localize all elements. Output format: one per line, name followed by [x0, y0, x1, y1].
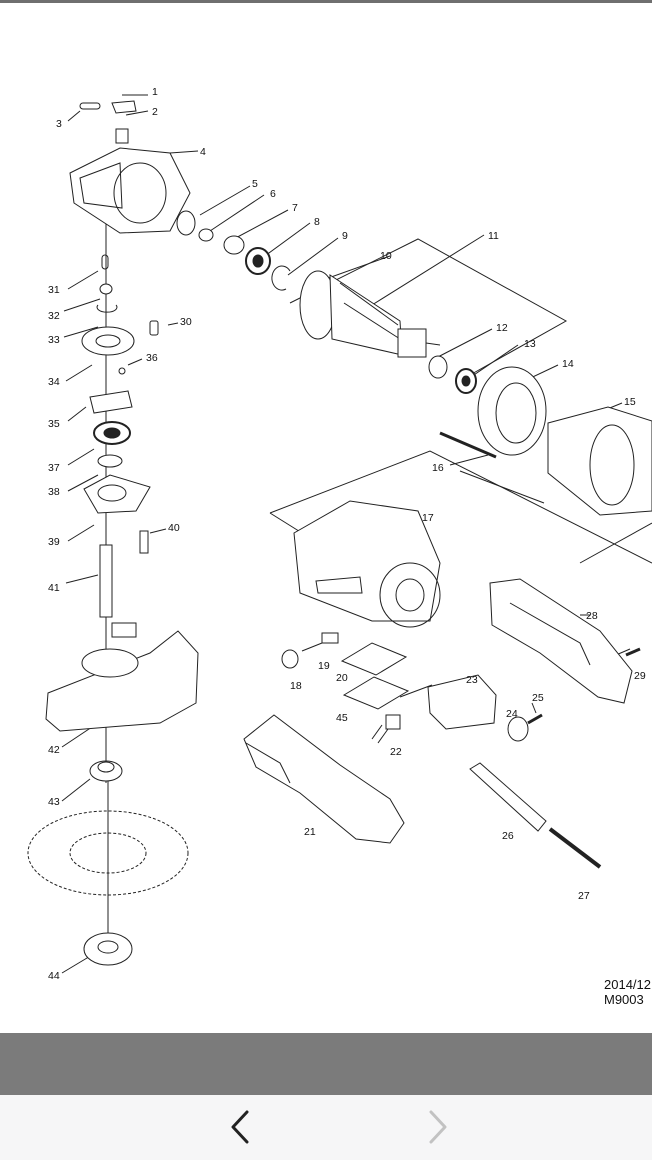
part-label: 45	[336, 712, 348, 724]
part-label: 36	[146, 352, 158, 364]
part-label: 22	[390, 746, 402, 758]
part-label: 25	[532, 692, 544, 704]
part-label: 8	[314, 216, 320, 228]
part-label: 15	[624, 396, 636, 408]
part-label: 17	[422, 512, 434, 524]
bottom-navigation-bar	[0, 1095, 652, 1160]
part-label: 16	[432, 462, 444, 474]
part-label: 37	[48, 462, 60, 474]
part-label: 31	[48, 284, 60, 296]
part-label: 14	[562, 358, 574, 370]
part-label: 40	[168, 522, 180, 534]
back-button[interactable]	[210, 1095, 270, 1160]
part-label: 24	[506, 708, 518, 720]
part-label: 6	[270, 188, 276, 200]
part-label: 21	[304, 826, 316, 838]
part-label: 42	[48, 744, 60, 756]
part-label: 4	[200, 146, 206, 158]
part-label: 7	[292, 202, 298, 214]
diagram-stamp: 2014/12 M9003	[604, 977, 651, 1007]
part-label: 28	[586, 610, 598, 622]
part-label: 27	[578, 890, 590, 902]
model-stamp: M9003	[604, 992, 644, 1007]
chevron-right-icon	[429, 1110, 447, 1144]
part-label: 9	[342, 230, 348, 242]
forward-button[interactable]	[408, 1095, 468, 1160]
part-label: 3	[56, 118, 62, 130]
part-label: 1	[152, 86, 158, 98]
part-label: 13	[524, 338, 536, 350]
part-label: 5	[252, 178, 258, 190]
part-label: 2	[152, 106, 158, 118]
part-label: 12	[496, 322, 508, 334]
part-label: 18	[290, 680, 302, 692]
part-label: 30	[180, 316, 192, 328]
part-label: 33	[48, 334, 60, 346]
part-label: 26	[502, 830, 514, 842]
part-label: 29	[634, 670, 646, 682]
part-label: 34	[48, 376, 60, 388]
diagram-drawing: 1 2 3 4 5 6 7 8 9 10 11 12 13 14 15 16 1…	[27, 86, 652, 982]
part-label: 38	[48, 486, 60, 498]
part-label: 20	[336, 672, 348, 684]
part-label: 35	[48, 418, 60, 430]
part-label: 43	[48, 796, 60, 808]
part-label: 11	[488, 230, 499, 242]
top-divider	[0, 0, 652, 3]
exploded-parts-diagram: 1 2 3 4 5 6 7 8 9 10 11 12 13 14 15 16 1…	[0, 3, 652, 1033]
part-label: 41	[48, 582, 60, 594]
part-label: 10	[380, 250, 392, 262]
part-label: 44	[48, 970, 60, 982]
part-label: 32	[48, 310, 60, 322]
viewer-toolbar-band	[0, 1033, 652, 1095]
part-label: 23	[466, 674, 478, 686]
chevron-left-icon	[231, 1110, 249, 1144]
date-stamp: 2014/12	[604, 977, 651, 992]
part-label: 39	[48, 536, 60, 548]
part-label: 19	[318, 660, 330, 672]
